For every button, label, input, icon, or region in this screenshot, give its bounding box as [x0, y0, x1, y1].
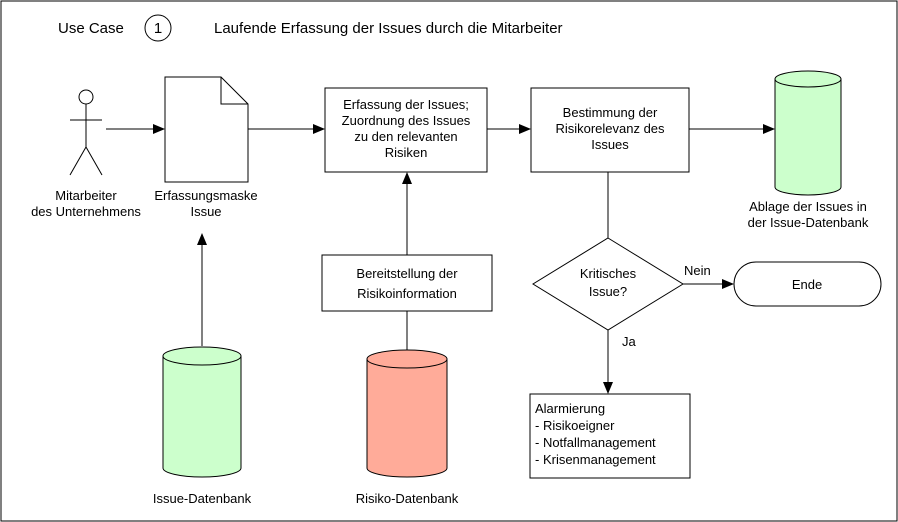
decision-no-label: Nein — [684, 263, 711, 278]
end-terminator — [733, 261, 882, 307]
process-capture-line1: Erfassung der Issues; — [343, 97, 469, 112]
decision-line1: Kritisches — [580, 266, 637, 281]
alarm-title: Alarmierung — [535, 401, 605, 416]
issue-storage-database-icon — [774, 70, 842, 196]
form-label-line2: Issue — [190, 204, 221, 219]
storage-label-line2: der Issue-Datenbank — [748, 215, 869, 230]
process-relevance-line3: Issues — [591, 137, 629, 152]
decision-yes-label: Ja — [622, 334, 637, 349]
actor-label-line2: des Unternehmens — [31, 204, 141, 219]
process-provision-line2: Risikoinformation — [357, 286, 457, 301]
issue-database-label: Issue-Datenbank — [153, 491, 252, 506]
alarm-item: - Krisenmanagement — [535, 452, 656, 467]
use-case-number-circle — [144, 14, 172, 42]
end-label: Ende — [792, 277, 822, 292]
alarm-item: - Notfallmanagement — [535, 435, 656, 450]
decision-line2: Issue? — [589, 284, 627, 299]
process-relevance-line1: Bestimmung der — [563, 105, 658, 120]
risk-database-label: Risiko-Datenbank — [356, 491, 459, 506]
use-case-number: 1 — [154, 20, 162, 37]
process-capture-line4: Risiken — [385, 145, 428, 160]
risk-database-icon — [366, 349, 448, 478]
process-capture-line3: zu den relevanten — [354, 129, 457, 144]
document-icon — [164, 76, 249, 183]
form-label-line1: Erfassungsmaske — [154, 188, 257, 203]
process-relevance-box — [530, 87, 690, 173]
process-relevance-line2: Risikorelevanz des — [555, 121, 665, 136]
process-capture-box — [324, 87, 488, 173]
actor-label-line1: Mitarbeiter — [55, 188, 117, 203]
process-capture-line2: Zuordnung des Issues — [342, 113, 471, 128]
use-case-label: Use Case — [58, 20, 124, 37]
process-provision-box — [321, 254, 493, 312]
storage-label-line1: Ablage der Issues in — [749, 199, 867, 214]
issue-database-icon — [162, 346, 242, 478]
process-provision-line1: Bereitstellung der — [356, 266, 458, 281]
alarm-item: - Risikoeigner — [535, 418, 615, 433]
actor-icon — [69, 89, 103, 176]
diagram-title: Laufende Erfassung der Issues durch die … — [214, 20, 563, 37]
alarm-box — [529, 393, 691, 479]
